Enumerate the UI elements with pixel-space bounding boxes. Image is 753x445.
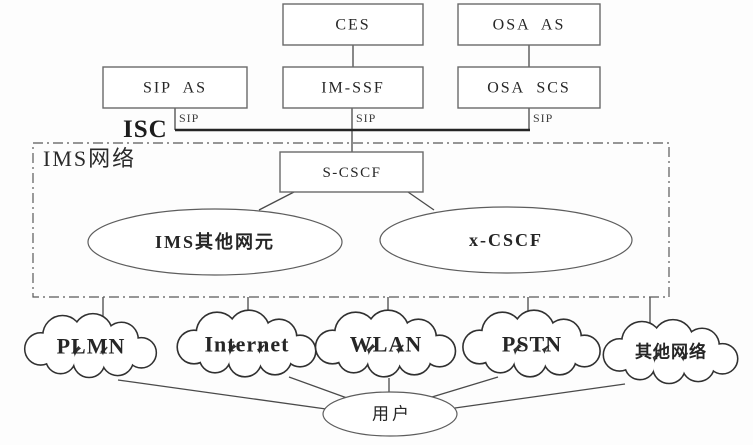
im-ssf-label: IM-SSF: [321, 80, 385, 97]
ims-other-elements-label: IMS其他网元: [155, 231, 275, 252]
osa-scs-box: [457, 66, 601, 109]
internet-label: Internet: [205, 332, 290, 357]
sip-label-left: SIP: [179, 111, 199, 125]
sip-as-label: SIP AS: [143, 80, 207, 97]
other-network-label: 其他网络: [635, 342, 707, 362]
ces-box: [282, 3, 424, 46]
connector-othernet-user: [454, 383, 626, 409]
ces-label: CES: [335, 17, 370, 34]
wlan-label: WLAN: [350, 332, 422, 357]
im-ssf-box: [282, 66, 424, 109]
x-cscf-ellipse: [379, 206, 633, 274]
ims-other-elements-ellipse: [87, 208, 343, 276]
s-cscf-label: S-CSCF: [322, 165, 381, 181]
plmn-label: PLMN: [57, 334, 126, 359]
sip-label-right: SIP: [533, 111, 553, 125]
osa-as-box: [457, 3, 601, 46]
sip-label-center: SIP: [356, 111, 376, 125]
osa-as-label: OSA AS: [493, 17, 566, 34]
ims-network-boundary: [32, 142, 670, 298]
pstn-label: PSTN: [502, 332, 562, 357]
isc-label: ISC: [123, 116, 168, 143]
s-cscf-box: [279, 151, 424, 193]
connector-plmn-user: [117, 379, 327, 410]
user-label: 用户: [372, 405, 412, 424]
connector-scscf-xcscf: [407, 191, 435, 211]
x-cscf-label: x-CSCF: [469, 230, 543, 250]
user-ellipse: [322, 391, 458, 437]
connector-scscf-imsother: [258, 191, 295, 211]
connector-pstn-user: [431, 376, 499, 398]
sip-as-box: [102, 66, 248, 109]
connector-internet-user: [288, 376, 348, 399]
osa-scs-label: OSA SCS: [487, 80, 571, 97]
ims-network-title: IMS网络: [43, 146, 136, 171]
